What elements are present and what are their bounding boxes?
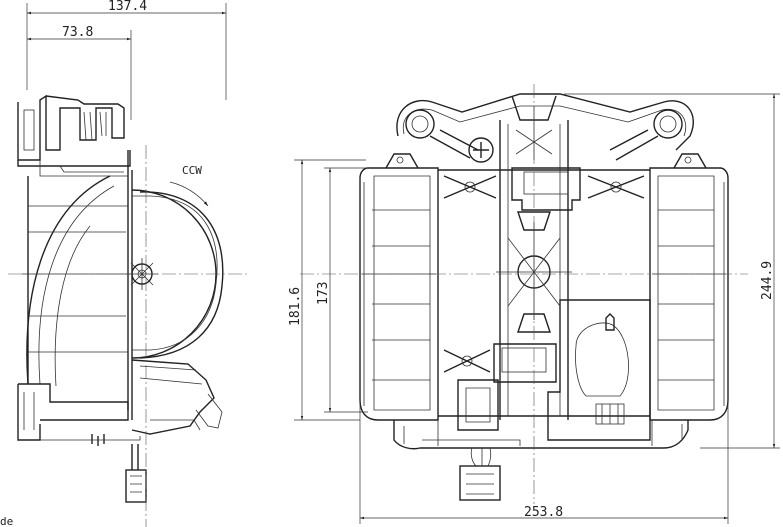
dimension-text-width-total: 253.8 [524, 505, 563, 520]
dimension-height-outer: 181.6 [288, 159, 366, 421]
side-view: CCW [17, 94, 224, 503]
dimension-text-overall-depth: 137.4 [108, 0, 147, 14]
dimension-text-height-inner: 173 [316, 282, 331, 305]
dimension-partial-depth: 73.8 [27, 25, 132, 120]
dimension-overall-depth: 137.4 [26, 0, 227, 100]
front-view [359, 93, 729, 501]
dimension-width-total: 253.8 [359, 404, 729, 524]
dimension-text-height-total: 244.9 [760, 261, 775, 300]
corner-text-fragment: de [0, 515, 13, 527]
dimension-text-height-outer: 181.6 [288, 287, 303, 326]
dimension-height-total: 244.9 [564, 93, 780, 449]
rotation-label: CCW [182, 164, 202, 177]
dimension-height-inner: 173 [316, 167, 368, 413]
dimension-text-partial-depth: 73.8 [62, 25, 93, 40]
